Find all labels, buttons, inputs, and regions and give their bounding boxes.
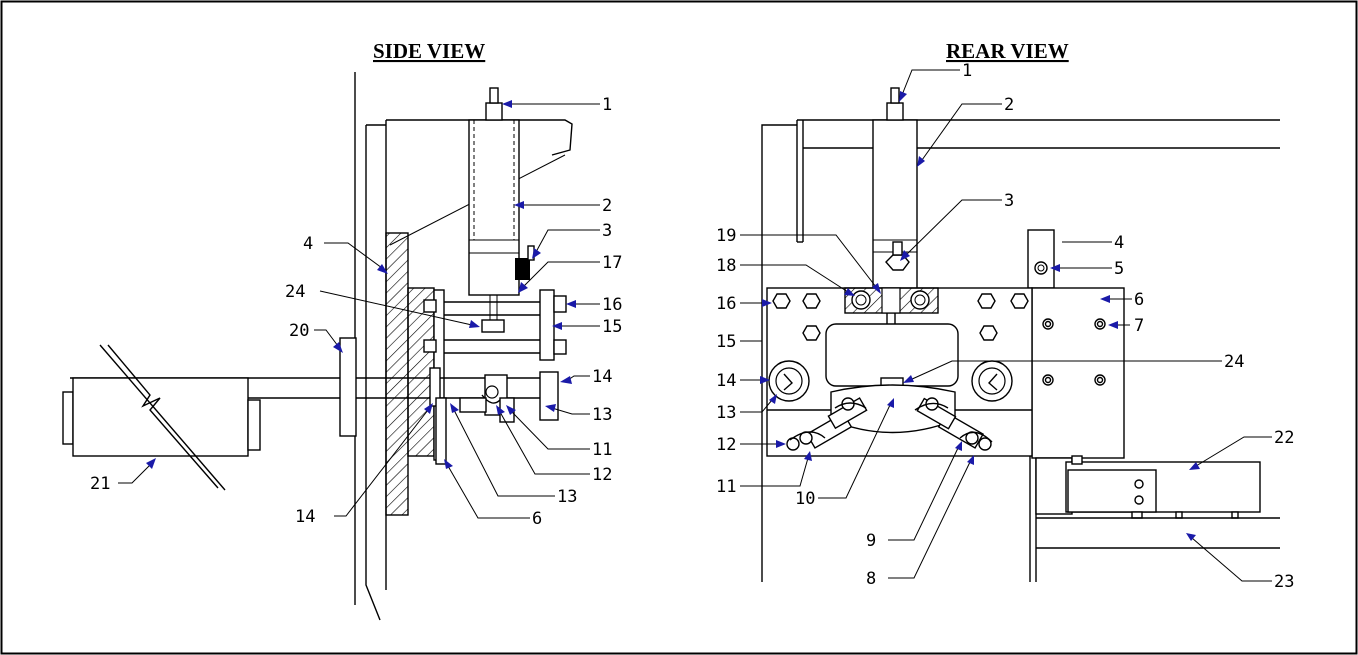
callout-label: 2 — [1004, 95, 1014, 115]
rear-view-callouts: 1 2 3 4 5 6 7 19 18 16 15 14 24 13 12 11 — [716, 61, 1294, 592]
callout-label: 5 — [1114, 259, 1124, 279]
callout-label: 12 — [592, 465, 612, 485]
callout-label: 14 — [716, 371, 736, 391]
callout-label: 14 — [592, 367, 612, 387]
callout-label: 13 — [716, 403, 736, 423]
callout-label: 4 — [303, 234, 313, 254]
callout-label: 15 — [716, 332, 736, 352]
callout-label: 18 — [716, 256, 736, 276]
side-view-title: SIDE VIEW — [373, 39, 485, 63]
callout-label: 2 — [602, 196, 612, 216]
callout-label: 3 — [602, 221, 612, 241]
callout-label: 16 — [602, 295, 622, 315]
callout-label: 19 — [716, 226, 736, 246]
callout-label: 15 — [602, 317, 622, 337]
side-view-callouts: 1 2 3 17 16 15 14 13 11 12 13 6 14 24 4 … — [90, 95, 622, 529]
callout-label: 13 — [557, 487, 577, 507]
callout-label: 16 — [716, 294, 736, 314]
callout-label: 13 — [592, 405, 612, 425]
callout-label: 7 — [1134, 316, 1144, 336]
callout-label: 17 — [602, 253, 622, 273]
callout-label: 24 — [1224, 352, 1244, 372]
side-view-drawing — [62, 72, 573, 621]
rear-view-title: REAR VIEW — [946, 39, 1069, 63]
callout-label: 22 — [1274, 428, 1294, 448]
callout-label: 21 — [90, 474, 110, 494]
callout-label: 6 — [1134, 290, 1144, 310]
callout-label: 1 — [602, 95, 612, 115]
callout-label: 11 — [716, 477, 736, 497]
rear-view-drawing — [761, 87, 1280, 582]
callout-label: 24 — [285, 282, 305, 302]
callout-label: 14 — [295, 507, 315, 527]
callout-label: 10 — [795, 489, 815, 509]
callout-label: 3 — [1004, 191, 1014, 211]
callout-label: 8 — [866, 569, 876, 589]
callout-label: 12 — [716, 435, 736, 455]
callout-label: 6 — [532, 509, 542, 529]
callout-label: 11 — [592, 440, 612, 460]
callout-label: 4 — [1114, 233, 1124, 253]
callout-label: 23 — [1274, 572, 1294, 592]
callout-label: 9 — [866, 531, 876, 551]
callout-label: 1 — [962, 61, 972, 81]
callout-label: 20 — [289, 321, 309, 341]
